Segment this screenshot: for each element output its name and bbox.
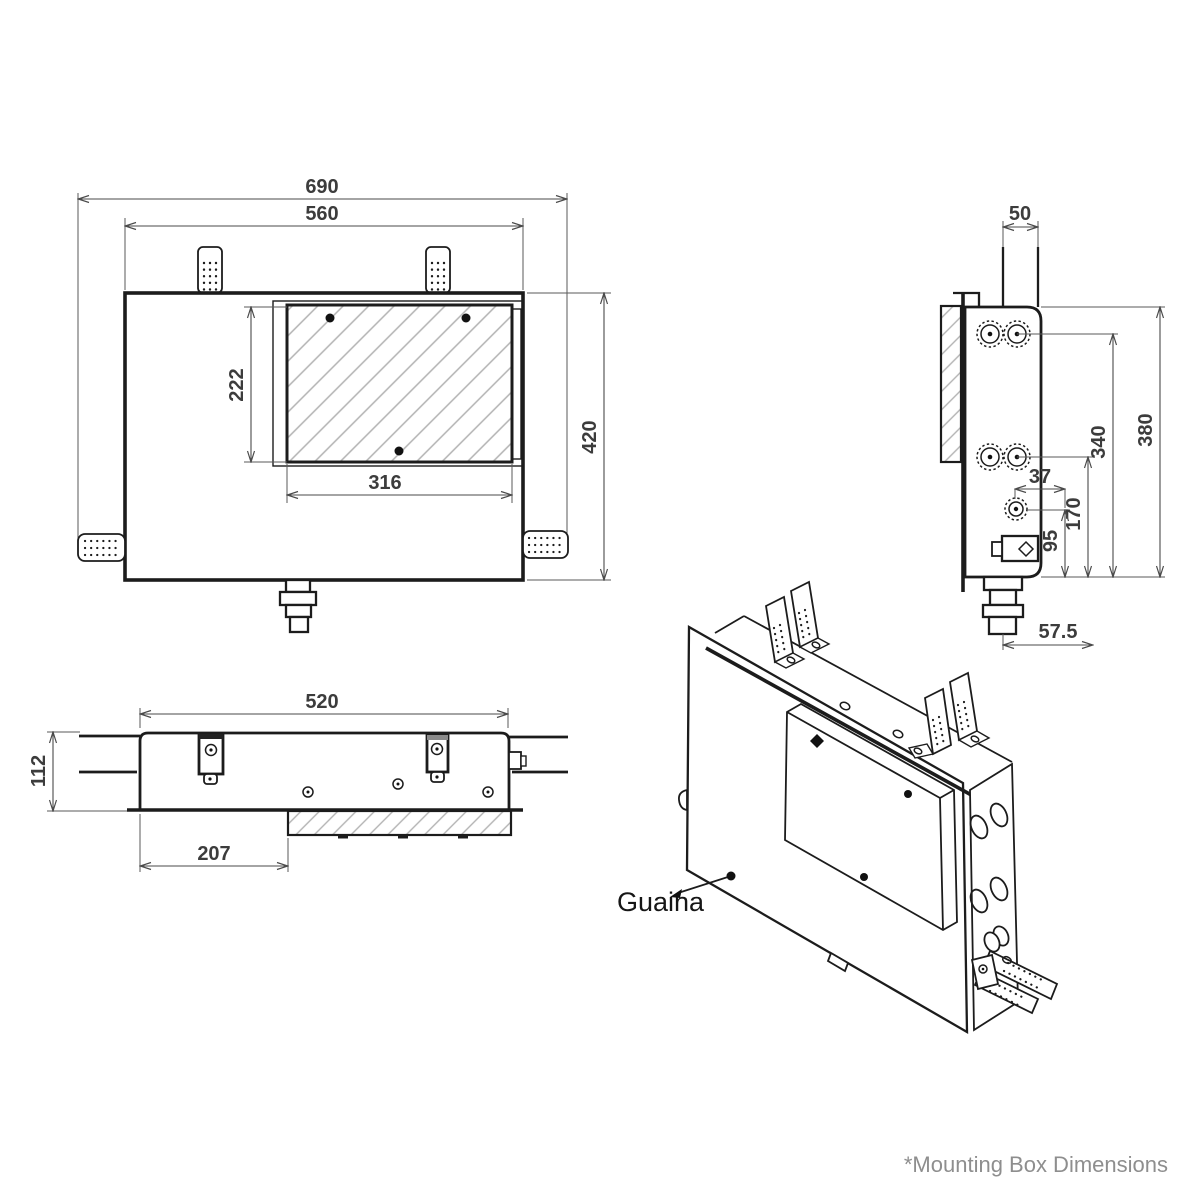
corner-strap-bottom-left (77, 533, 126, 562)
sheath-bottom-edge (286, 809, 513, 837)
sheath-window (285, 303, 514, 464)
top-screw (839, 701, 851, 711)
dim-gland-offset: 57.5 (1039, 621, 1078, 643)
dim-box-width: 560 (305, 203, 338, 225)
dim-side-height: 380 (1135, 413, 1157, 446)
bottom-body (138, 731, 511, 812)
foot-tab (398, 835, 408, 839)
foot-tab (338, 835, 348, 839)
side-connector-cap (520, 755, 527, 767)
knockout-oval (969, 814, 989, 840)
socket-connector (1004, 497, 1028, 521)
dim-overall-width: 690 (305, 176, 338, 198)
dim-bottom-width: 520 (305, 691, 338, 713)
mounting-strap-top-right (425, 246, 451, 294)
front-view: 690 560 222 (77, 176, 611, 634)
dim-lower-gland: 170 (1063, 497, 1085, 530)
flange-step (953, 291, 981, 307)
side-view: 50 (939, 203, 1165, 650)
switch-component (991, 534, 1040, 563)
dim-socket-offset: 37 (1029, 466, 1051, 488)
box-top-left-edge (714, 615, 745, 634)
corner-strap-bottom-right (522, 530, 569, 559)
dim-upper-gland: 340 (1088, 425, 1110, 458)
sheath-label: Guaina (617, 887, 705, 917)
bracket-clip-right (425, 733, 450, 783)
knockout-oval (989, 876, 1009, 902)
panel-bottom-tab (826, 951, 850, 973)
cable-gland-bottom (278, 578, 318, 634)
screw-dot (394, 446, 404, 456)
leader-dot (726, 871, 736, 881)
window-recess (272, 300, 524, 467)
leader-line (677, 875, 732, 894)
panel-left-tab (678, 788, 688, 812)
dim-box-depth: 112 (28, 755, 50, 787)
window-side-tab (511, 308, 522, 460)
screw-dot (461, 313, 471, 323)
mounting-strap-top-left (197, 246, 223, 294)
sheath-edge (939, 304, 963, 464)
screw-hole (392, 778, 404, 790)
foot-tab (458, 835, 468, 839)
lid-dot (904, 790, 912, 798)
dim-connector-height: 95 (1040, 530, 1062, 552)
lid-dot (860, 873, 868, 881)
bottom-view: 112 520 207 (28, 691, 568, 872)
lid-diamond-mark (810, 734, 824, 748)
box-front-rim (705, 646, 1003, 814)
dim-window-height: 222 (226, 368, 248, 401)
footnote: *Mounting Box Dimensions (904, 1152, 1168, 1177)
screw-dot (325, 313, 335, 323)
knockout-oval (989, 802, 1009, 828)
side-connector-nub (508, 751, 522, 770)
dim-window-width: 316 (368, 472, 401, 494)
dim-window-offset: 207 (197, 843, 230, 865)
iso-strap-bottom-right-pair (970, 949, 1059, 1015)
knockout-oval (969, 888, 989, 914)
iso-strap-top-left-pair (765, 580, 831, 669)
leader-arrow (670, 889, 682, 898)
isometric-view: Guaina (617, 580, 1059, 1035)
iso-gland (983, 925, 1010, 953)
iso-strap-top-right-pair (907, 671, 991, 759)
side-body (963, 305, 1043, 579)
dim-box-height: 420 (579, 420, 601, 453)
box-lid (784, 702, 958, 932)
top-screw (892, 729, 904, 739)
screw-hole (302, 786, 314, 798)
screw-hole (482, 786, 494, 798)
dim-conduit-width: 50 (1009, 203, 1031, 225)
bracket-clip-left (197, 732, 225, 785)
cable-gland-side (981, 575, 1025, 636)
